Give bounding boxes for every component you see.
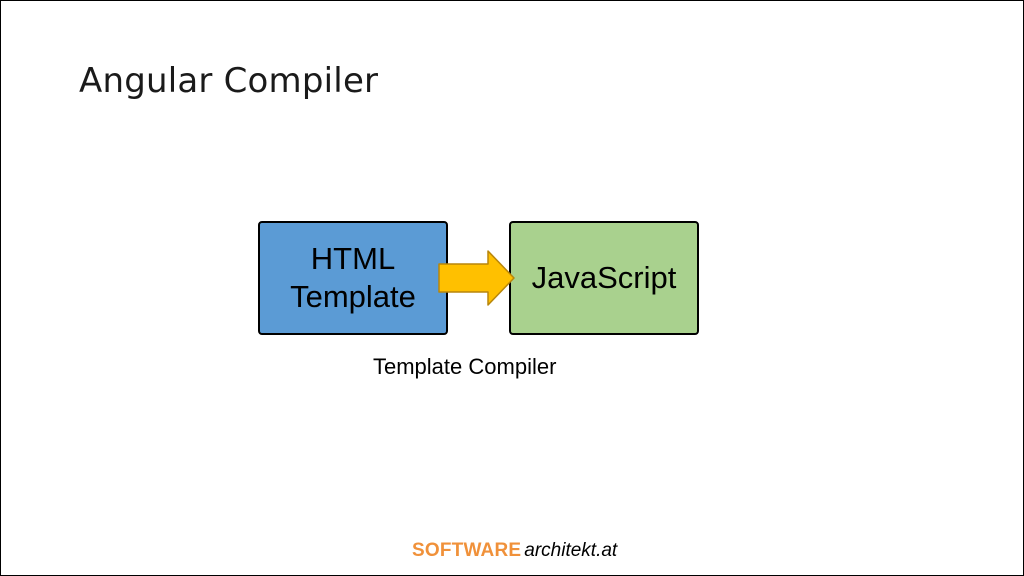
javascript-box: JavaScript: [509, 221, 699, 335]
slide-title: Angular Compiler: [79, 61, 379, 101]
footer-brand-software: SOFTWARE: [412, 540, 522, 561]
arrow-right-icon: [438, 250, 515, 306]
html-template-box: HTML Template: [258, 221, 448, 335]
arrow-shape: [438, 250, 515, 306]
footer-brand-architekt: architekt.at: [524, 540, 618, 561]
diagram-caption: Template Compiler: [373, 354, 557, 379]
